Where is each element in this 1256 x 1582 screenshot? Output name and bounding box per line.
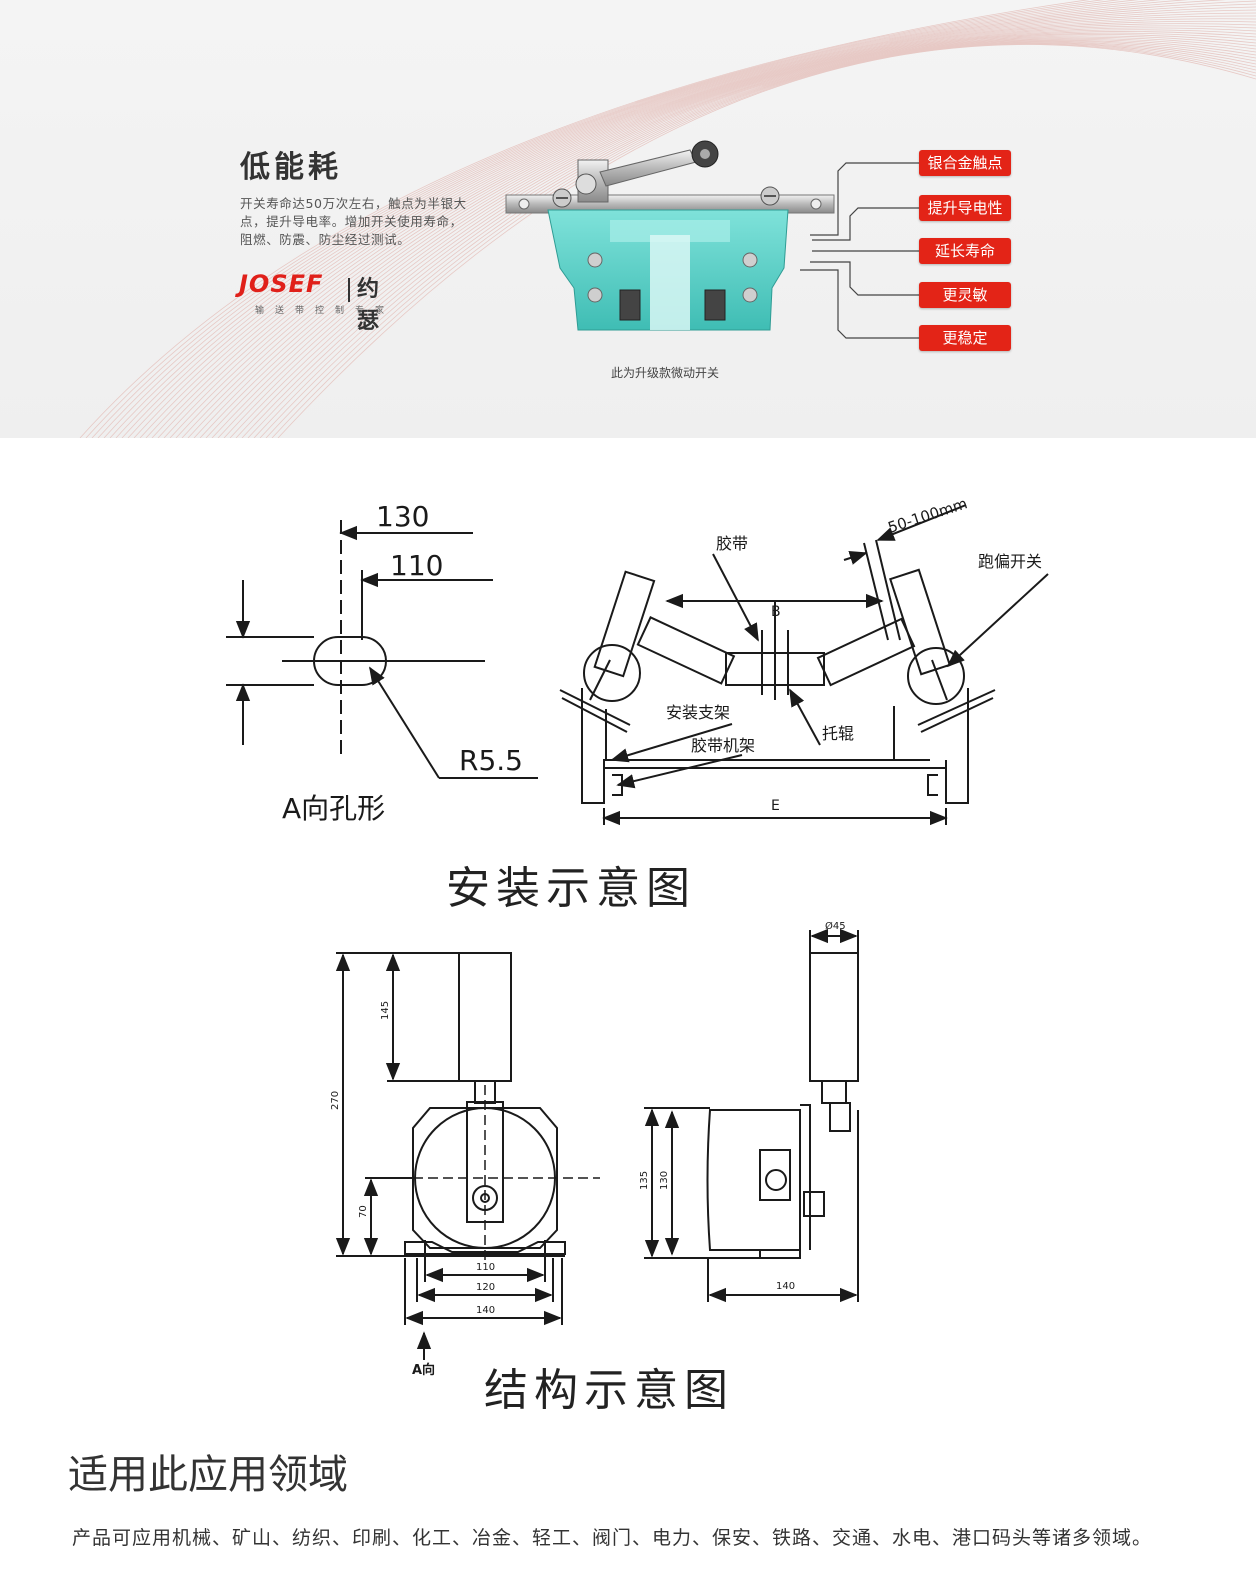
dimension-140-front: 140 xyxy=(476,1305,495,1316)
dimension-135: 135 xyxy=(639,1171,650,1190)
dimension-270: 270 xyxy=(330,1091,341,1110)
structure-diagram-title: 结构示意图 xyxy=(484,1365,734,1416)
feature-badge-stable: 更稳定 xyxy=(919,325,1011,351)
headline: 低能耗 xyxy=(240,150,342,185)
background-arc-line xyxy=(199,32,1256,438)
description-line: 阻燃、防震、防尘经过测试。 xyxy=(240,232,411,247)
background-arc-line xyxy=(241,40,1256,438)
micro-switch-image xyxy=(505,140,835,331)
description-line: 点，提升导电率。增加开关使用寿命， xyxy=(240,214,463,229)
feature-badge-silver-contact: 银合金触点 xyxy=(919,150,1011,176)
background-arc-line xyxy=(121,0,1256,438)
feature-badge-conductivity: 提升导电性 xyxy=(919,195,1011,221)
dimension-130-side: 130 xyxy=(659,1171,670,1190)
dimension-140-side: 140 xyxy=(776,1281,795,1292)
hole-shape-drawing xyxy=(226,520,538,779)
brand-name-en: JOSEF xyxy=(239,270,324,298)
logo-divider xyxy=(348,278,350,302)
structure-side-view xyxy=(644,928,859,1303)
background-arc-line xyxy=(151,15,1256,438)
dimension-diameter-45: Ø45 xyxy=(825,920,846,932)
background-arc-line xyxy=(247,41,1256,438)
background-arc-line xyxy=(115,0,1228,438)
description-line: 开关寿命达50万次左右，触点为半银大 xyxy=(240,196,467,211)
background-arc-line xyxy=(133,6,1256,438)
background-arc-line xyxy=(157,18,1256,438)
installation-diagram-title: 安装示意图 xyxy=(446,863,696,914)
structure-front-view xyxy=(335,952,600,1360)
radius-label: R5.5 xyxy=(459,744,523,777)
label-a-direction: A向 xyxy=(412,1362,435,1378)
background-arc-line xyxy=(235,39,1256,438)
background-arc-line xyxy=(265,43,1256,438)
background-arc-line xyxy=(187,29,1256,438)
applications-text: 产品可应用机械、矿山、纺织、印刷、化工、冶金、轻工、阀门、电力、保安、铁路、交通… xyxy=(72,1527,1153,1549)
background-arc-line xyxy=(217,36,1256,438)
dimension-120: 120 xyxy=(476,1282,495,1293)
background-arc-line xyxy=(205,34,1256,438)
dimension-b: B xyxy=(771,604,781,620)
background-arc-line xyxy=(181,27,1256,438)
label-range: 50-100mm xyxy=(886,494,970,537)
technical-drawings: 130 110 R5.5 A向孔形 xyxy=(226,494,1049,1378)
background-arc-line xyxy=(229,38,1256,438)
background-arc-line xyxy=(193,31,1256,438)
label-bracket: 安装支架 xyxy=(666,703,730,722)
dimension-110: 110 xyxy=(390,549,443,582)
dimension-145: 145 xyxy=(380,1001,391,1020)
brand-name-cn: 约瑟 xyxy=(357,277,380,334)
background-arc-line xyxy=(175,25,1256,438)
background-arc-line xyxy=(271,43,1256,438)
background-arc-line xyxy=(79,0,1090,438)
label-roller: 托辊 xyxy=(822,724,854,743)
background-arc-line xyxy=(253,42,1256,438)
product-banner: 低能耗 开关寿命达50万次左右，触点为半银大 点，提升导电率。增加开关使用寿命，… xyxy=(0,0,1256,438)
dimension-110-base: 110 xyxy=(476,1262,495,1273)
background-arc-line xyxy=(169,23,1256,438)
background-arc-line xyxy=(139,9,1256,438)
background-arc-line xyxy=(91,0,1121,438)
background-arc-line xyxy=(85,0,1105,438)
background-arc-line xyxy=(163,20,1256,438)
label-frame: 胶带机架 xyxy=(691,736,755,755)
applications-heading: 适用此应用领域 xyxy=(68,1452,348,1498)
product-caption: 此为升级款微动开关 xyxy=(610,366,719,380)
installation-drawing xyxy=(559,504,1049,826)
background-arc-lines xyxy=(79,0,1256,438)
brand-slogan: 输送带控制专家 xyxy=(255,306,396,316)
background-arc-line xyxy=(127,3,1256,438)
background-arc-line xyxy=(103,0,1162,438)
hole-caption: A向孔形 xyxy=(282,792,385,825)
background-arc-line xyxy=(211,35,1256,438)
background-arc-line xyxy=(223,37,1256,438)
feature-badge-lifespan: 延长寿命 xyxy=(919,238,1011,264)
background-arc-line xyxy=(97,0,1140,438)
label-belt: 胶带 xyxy=(716,534,748,553)
feature-connector-lines xyxy=(800,162,919,339)
background-arc-line xyxy=(109,0,1190,438)
dimension-e: E xyxy=(771,798,780,814)
dimension-130: 130 xyxy=(376,500,429,533)
feature-badge-sensitive: 更灵敏 xyxy=(919,282,1011,308)
label-deviation-switch: 跑偏开关 xyxy=(978,552,1042,571)
background-arc-line xyxy=(277,44,1256,438)
background-arc-line xyxy=(259,42,1256,438)
background-arc-line xyxy=(145,12,1256,438)
dimension-70: 70 xyxy=(358,1205,369,1218)
